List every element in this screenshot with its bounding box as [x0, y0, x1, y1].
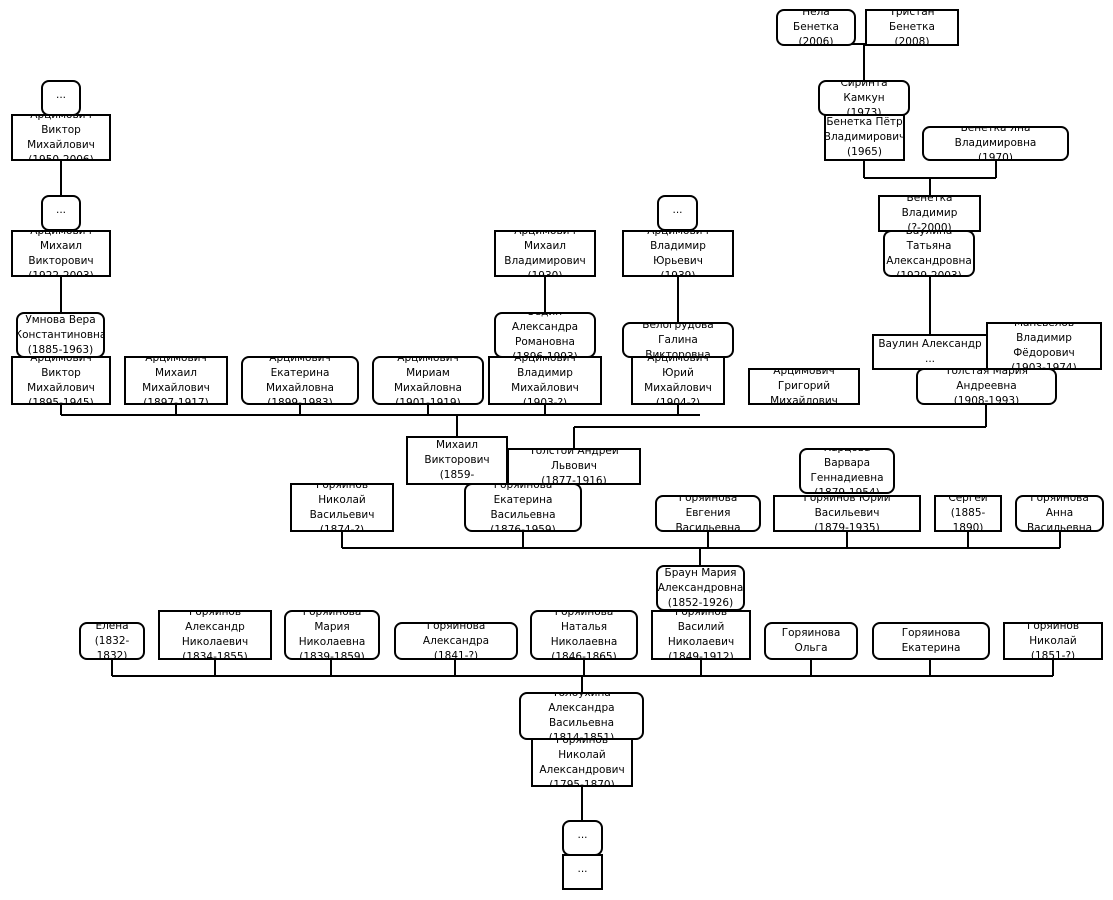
- artsimovich-ekaterina[interactable]: Арцимович Екатерина Михайловна (1899-198…: [241, 356, 359, 405]
- artsimovich-viktor-1895[interactable]: Арцимович Виктор Михайлович (1895-1945): [11, 356, 111, 405]
- mansvelov-vladimir[interactable]: Мансвелов Владимир Фёдорович (1903-1974): [986, 322, 1102, 370]
- goryainova-aleksandra[interactable]: Горяинова Александра (1841-?): [394, 622, 518, 660]
- goryainova-natalya[interactable]: Горяинова Наталья Николаевна (1846-1865): [530, 610, 638, 660]
- artsimovich-mikhail-1897[interactable]: Арцимович Михаил Михайлович (1897-1917): [124, 356, 228, 405]
- umnova-vera[interactable]: Умнова Вера Константиновна (1885-1963): [16, 312, 105, 358]
- tolbukhina-aleksandra[interactable]: Толбухина Александра Васильевна (1814-18…: [519, 692, 644, 740]
- goryainov-nikolay-1851[interactable]: Горяинов Николай (1851-?): [1003, 622, 1103, 660]
- vaulin-aleksandr[interactable]: Ваулин Александр ...: [872, 334, 988, 370]
- tristan-benetka[interactable]: Тристан Бенетка (2008): [865, 9, 959, 46]
- goryainova-ekaterina-1876[interactable]: Горяинова Екатерина Васильевна (1876-195…: [464, 483, 582, 532]
- goryainov-aleksandr[interactable]: Горяинов Александр Николаевич (1834-1855…: [158, 610, 272, 660]
- goryainova-anna[interactable]: Горяинова Анна Васильевна: [1015, 495, 1104, 532]
- artsimovich-mikhail-1922[interactable]: Арцимович Михаил Викторович (1922-2003): [11, 230, 111, 277]
- artsimovich-mikhail-1930[interactable]: Арцимович Михаил Владимирович (1930): [494, 230, 596, 277]
- ellipsis-3[interactable]: ···: [657, 195, 698, 231]
- zedin-aleksandra[interactable]: Зедин Александра Романовна (1896-1993): [494, 312, 596, 358]
- goryainov-vasiliy[interactable]: Горяинов Василий Николаевич (1849-1912): [651, 610, 751, 660]
- karcova-varvara[interactable]: Карцова Варвара Геннадиевна (1879-1954): [799, 448, 895, 494]
- goryainova-ekaterina[interactable]: Горяинова Екатерина: [872, 622, 990, 660]
- goryainov-nikolay-1874[interactable]: Горяинов Николай Васильевич (1874-?): [290, 483, 394, 532]
- benetka-vladimir[interactable]: Бенетка Владимир (?-2000): [878, 195, 981, 232]
- ellipsis-1[interactable]: ···: [41, 80, 81, 116]
- tolstoy-andrey[interactable]: Толстой Андрей Львович (1877-1916): [507, 448, 641, 485]
- goryainov-nikolay-1795[interactable]: Горяинов Николай Александрович (1795-187…: [531, 738, 633, 787]
- sergey[interactable]: Сергей (1885-1890): [934, 495, 1002, 532]
- artsimovich-vladimir-1939[interactable]: Арцимович Владимир Юрьевич (1939): [622, 230, 734, 277]
- ellipsis-4[interactable]: ···: [562, 820, 603, 856]
- goryainova-mariya[interactable]: Горяинова Мария Николаевна (1839-1859): [284, 610, 380, 660]
- artsimovich-yuriy[interactable]: Арцимович Юрий Михайлович (1904-?): [631, 356, 725, 405]
- goryainov-yuriy[interactable]: Горяинов Юрий Васильевич (1879-1935): [773, 495, 921, 532]
- artsimovich-miriam[interactable]: Арцимович Мириам Михайловна (1901-1919): [372, 356, 484, 405]
- artsimovich-mikhail-1859[interactable]: Арцимович Михаил Викторович (1859-20.05.…: [406, 436, 508, 485]
- artsimovich-grigoriy[interactable]: Арцимович Григорий Михайлович: [748, 368, 860, 405]
- benetka-yana[interactable]: Бенетка Яна Владимировна (1970): [922, 126, 1069, 161]
- tolstaya-mariya[interactable]: Толстая Мария Андреевна (1908-1993): [916, 368, 1057, 405]
- sirinta-kamkun[interactable]: Сиринта Камкун (1973): [818, 80, 910, 116]
- nela-benetka[interactable]: Нела Бенетка (2006): [776, 9, 856, 46]
- goryainova-evgeniya[interactable]: Горяинова Евгения Васильевна: [655, 495, 761, 532]
- braun-mariya[interactable]: Браун Мария Александровна (1852-1926): [656, 565, 745, 611]
- ellipsis-2[interactable]: ···: [41, 195, 81, 231]
- belogrudova-galina[interactable]: Белогрудова Галина Викторовна: [622, 322, 734, 358]
- elena[interactable]: Елена (1832-1832): [79, 622, 145, 660]
- benetka-petr[interactable]: Бенетка Пётр Владимирович (1965): [824, 114, 905, 161]
- artsimovich-vladimir-1903[interactable]: Арцимович Владимир Михайлович (1903-?): [488, 356, 602, 405]
- goryainova-olga[interactable]: Горяинова Ольга: [764, 622, 858, 660]
- vaulina-tatyana[interactable]: Ваулина Татьяна Александровна (1929-2003…: [883, 230, 975, 277]
- artsimovich-viktor-1950[interactable]: Арцимович Виктор Михайлович (1950-2006): [11, 114, 111, 161]
- ellipsis-5[interactable]: ···: [562, 854, 603, 890]
